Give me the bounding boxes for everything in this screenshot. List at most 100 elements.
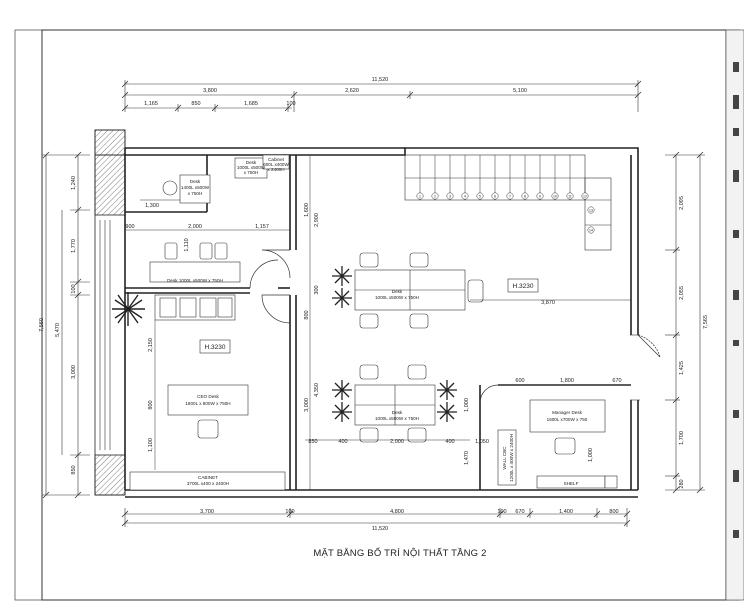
stair-step-number: 10 <box>553 195 557 199</box>
manager-desk-label-1: Manager Desk <box>552 410 583 415</box>
bottom-dim-3700: 3,700 <box>200 509 214 515</box>
idim-300: 300 <box>314 285 320 294</box>
right-dim-overall: 7,565 <box>703 315 709 329</box>
cabinet-bottom <box>129 471 286 491</box>
idim-1100: 1,100 <box>148 438 154 452</box>
right-dim-2055: 2,055 <box>679 286 685 300</box>
stair-step-marker: 7 <box>506 192 514 200</box>
plant-left <box>112 292 145 326</box>
stair-step-number: 9 <box>539 195 541 199</box>
idim-850: 850 <box>308 439 317 445</box>
chair-b1 <box>164 242 178 260</box>
idim-2900: 2,900 <box>314 213 320 227</box>
shelf-label: SHELF <box>564 481 579 486</box>
bottom-dim-1400: 1,400 <box>559 509 573 515</box>
idim-1050: 1,050 <box>475 439 489 445</box>
top-dim-5100: 5,100 <box>513 88 527 94</box>
right-dim-1425: 1,425 <box>679 361 685 375</box>
cabinet-b-label-2: 600L x400W <box>263 162 289 167</box>
manager-desk <box>529 399 606 433</box>
exterior-walls <box>94 129 126 496</box>
stair-step-number: 2 <box>434 195 436 199</box>
doors <box>249 249 661 404</box>
idim-400b: 400 <box>445 439 454 445</box>
ceo-desk <box>167 384 249 416</box>
idim-2150: 2,150 <box>148 338 154 352</box>
manager-desk-label-2: 1600L x700W x 750 <box>547 417 588 422</box>
bottom-dim-100b: 100 <box>497 509 506 515</box>
furniture-top-left <box>149 154 290 283</box>
stair-step-number: 6 <box>494 195 496 199</box>
stair-step-marker: 3 <box>446 192 454 200</box>
desk-center-top-label-2: 1000L x500W x 750H <box>375 295 419 300</box>
idim-600: 600 <box>515 378 524 384</box>
idim-3870: 3,870 <box>541 300 555 306</box>
desk-a-label-3: x 750H <box>188 191 203 196</box>
left-dim-overall: 7,560 <box>39 318 45 332</box>
sheet-inner-border <box>41 29 727 601</box>
left-dim-middle: 5,470 <box>55 323 61 337</box>
shelf-side <box>604 475 618 489</box>
cabinet-b <box>262 154 290 170</box>
cabinet-bottom-label-2: 3700L x400 x 2400H <box>187 481 229 486</box>
idim-3000: 3,000 <box>304 398 310 412</box>
cabinet-a-label-3: x 750H <box>244 170 259 175</box>
idim-1470: 1,470 <box>464 451 470 465</box>
stair-step-marker: 5 <box>476 192 484 200</box>
idim-670: 670 <box>612 378 621 384</box>
stair-step-marker: 6 <box>491 192 499 200</box>
stair-step-marker: 4 <box>461 192 469 200</box>
stair-step-number: 5 <box>479 195 481 199</box>
stair-step-number: 7 <box>509 195 511 199</box>
stair-step-marker: 11 <box>566 192 574 200</box>
windows <box>99 220 640 450</box>
right-dim-2095: 2,095 <box>679 196 685 210</box>
wall-cabinet <box>497 429 517 486</box>
stair-step-marker: 12 <box>581 192 589 200</box>
desk-center-bottom-label-2: 1000L x500W x 750H <box>375 416 419 421</box>
top-dim-3800: 3,800 <box>203 88 217 94</box>
desk-a-label-2: 1400L x500W <box>181 185 210 190</box>
right-dim-280: 280 <box>679 479 685 488</box>
top-dim-100: 100 <box>286 101 295 107</box>
chair-a <box>162 180 178 196</box>
stair-step-number: 4 <box>464 195 466 199</box>
desk-a-label-1: Desk <box>190 179 201 184</box>
desk-center-top-label-1: Desk <box>392 289 403 294</box>
ceo-desk-label-1: CEO Desk <box>197 394 219 399</box>
stair-step-marker: 10 <box>551 192 559 200</box>
left-dim-1770: 1,770 <box>71 239 77 253</box>
title-block-strip <box>725 29 744 601</box>
cabinet-b-label-3: x 2400H <box>267 167 284 172</box>
bottom-dim-670: 670 <box>515 509 524 515</box>
idim-1800: 1,800 <box>560 378 574 384</box>
left-dim-100: 100 <box>71 284 77 293</box>
idim-2000a: 2,000 <box>188 224 202 230</box>
stair-step-number: 13 <box>589 209 593 213</box>
dimension-ticks <box>42 80 704 527</box>
ceiling-label-right: H.3230 <box>513 283 534 290</box>
cabinet-bottom-label-1: CABINET <box>198 475 218 480</box>
bottom-dim-100a: 100 <box>285 509 294 515</box>
furniture-manager <box>497 399 618 489</box>
manager-chair <box>554 437 576 455</box>
idim-1600: 1,600 <box>304 203 310 217</box>
idim-4350: 4,350 <box>314 383 320 397</box>
stair-step-number: 11 <box>568 195 572 199</box>
stair-step-number: 1 <box>419 195 421 199</box>
stair-step-number: 14 <box>589 229 593 233</box>
bottom-dim-4800: 4,800 <box>390 509 404 515</box>
ceiling-tag-left <box>199 339 231 354</box>
stair-step-number: 3 <box>449 195 451 199</box>
left-dim-1240: 1,240 <box>71 176 77 190</box>
drawing-title: MẶT BẰNG BỐ TRÍ NỘI THẤT TẦNG 2 <box>313 547 486 559</box>
top-dim-850: 850 <box>191 101 200 107</box>
wall-cabinet-label-2: 1200L x 400W x 2400H <box>509 434 514 482</box>
interior-dim-lines <box>125 155 631 490</box>
stair-step-marker: 9 <box>536 192 544 200</box>
idim-1000b: 1,000 <box>588 448 594 462</box>
furniture-ceo <box>129 384 286 491</box>
stair-step-number: 12 <box>583 195 587 199</box>
ceo-chair <box>197 419 219 439</box>
